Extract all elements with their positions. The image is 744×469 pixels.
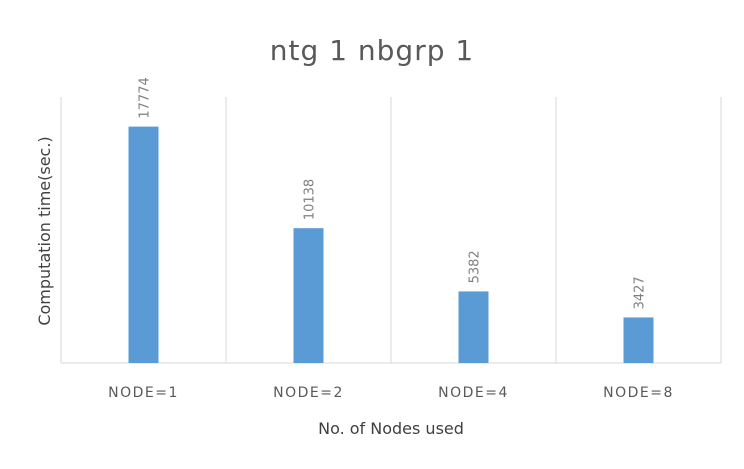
x-tick-label: NODE=8 bbox=[603, 385, 674, 401]
x-tick-label: NODE=4 bbox=[438, 385, 509, 401]
data-label: 3427 bbox=[633, 276, 648, 309]
bar bbox=[623, 317, 654, 363]
x-tick-label: NODE=1 bbox=[108, 385, 179, 401]
data-label: 10138 bbox=[303, 179, 318, 220]
x-tick-label: NODE=2 bbox=[273, 385, 344, 401]
bar bbox=[458, 291, 489, 363]
data-label: 5382 bbox=[468, 250, 483, 283]
bar bbox=[128, 126, 159, 363]
y-axis-label: Computation time(sec.) bbox=[35, 136, 54, 325]
x-tick-labels: NODE=1 NODE=2 NODE=4 NODE=8 bbox=[108, 385, 674, 401]
bar bbox=[293, 228, 324, 363]
data-labels: 17774 10138 5382 3427 bbox=[138, 77, 648, 309]
x-axis-label: No. of Nodes used bbox=[318, 419, 464, 438]
data-label: 17774 bbox=[138, 77, 153, 118]
bars bbox=[128, 126, 654, 363]
chart-title: ntg 1 nbgrp 1 bbox=[270, 34, 474, 67]
category-gridlines bbox=[60, 97, 722, 364]
